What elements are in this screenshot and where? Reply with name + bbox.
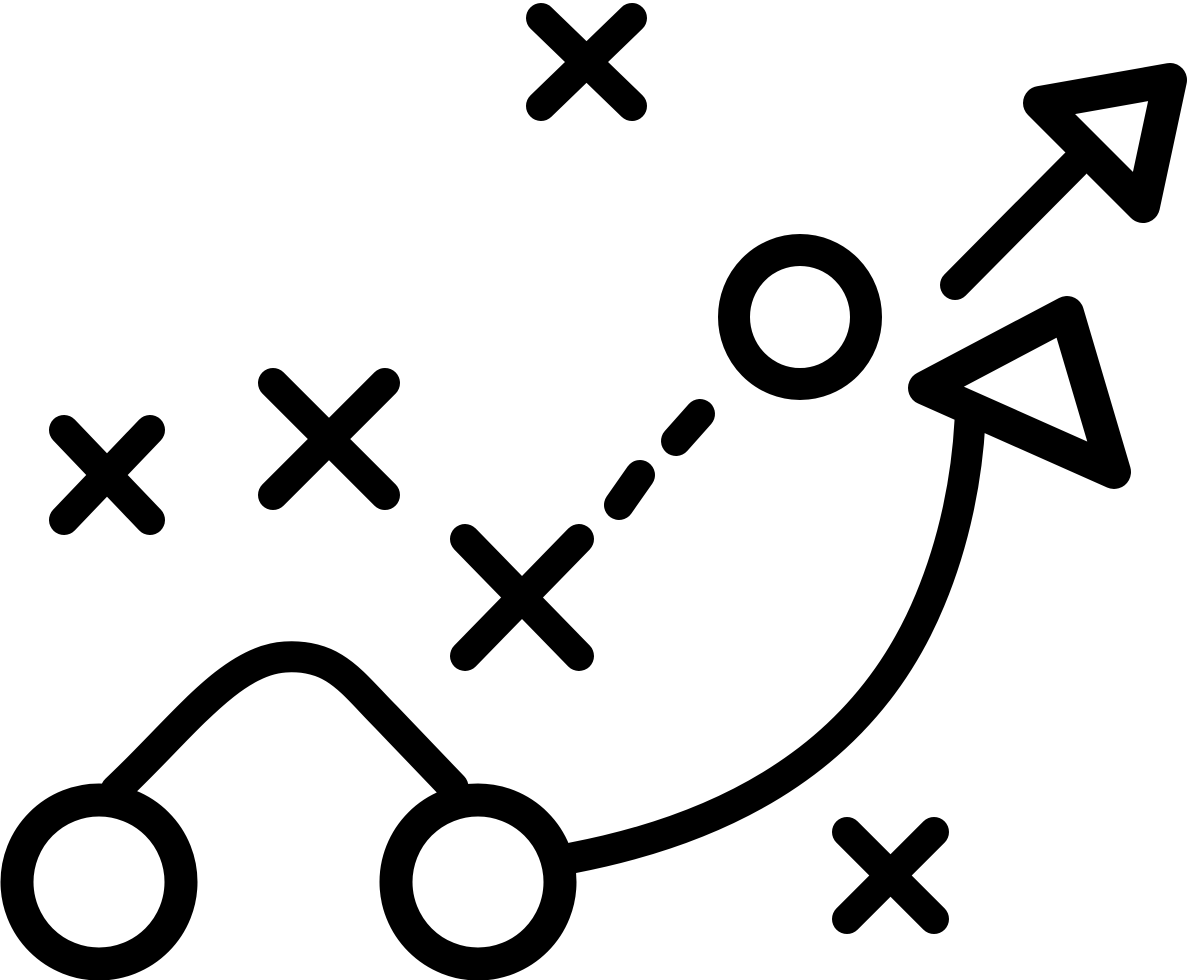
arrow-up-right-icon <box>940 63 1187 300</box>
circle-marker-bottom-left <box>0 783 198 980</box>
circle-marker-bottom-center <box>379 783 577 980</box>
x-marker-center <box>450 524 594 671</box>
x-marker-top <box>526 3 647 121</box>
x-marker-left-center <box>258 368 400 510</box>
x-marker-left <box>49 415 165 535</box>
route-line-hump <box>100 641 469 806</box>
circle-marker-receiver <box>718 234 882 400</box>
x-marker-bottom-right <box>832 817 949 934</box>
pass-dash-line <box>604 399 715 520</box>
curved-arrow-icon <box>556 296 1131 874</box>
